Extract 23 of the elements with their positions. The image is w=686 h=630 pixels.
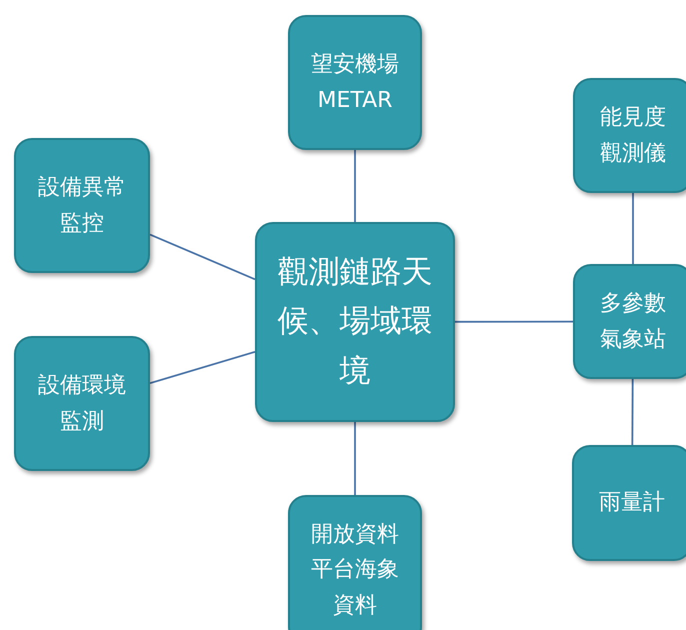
box-label: 開放資料平台海象資料 <box>310 521 400 620</box>
topic-box <box>288 495 422 630</box>
box-label: 觀測鏈路天候、場域環境 <box>276 252 434 391</box>
box-label: 多參數氣象站 <box>599 290 667 354</box>
connector-line <box>150 234 256 280</box>
topic-box <box>572 445 686 561</box>
topic-box <box>573 264 686 379</box>
connector-line <box>632 193 634 264</box>
central-topic-box <box>255 222 455 422</box>
topic-box <box>14 336 150 471</box>
connector-line <box>354 150 356 222</box>
topic-box <box>573 78 686 193</box>
connector-line <box>354 422 356 495</box>
connector-line <box>150 351 256 384</box>
box-label: 雨量計 <box>598 489 666 518</box>
connector-line <box>631 379 634 445</box>
box-label: 能見度觀測儀 <box>599 104 667 168</box>
box-label: 設備異常監控 <box>37 174 127 238</box>
box-label: 望安機場 METAR <box>310 51 400 114</box>
box-label: 設備環境監測 <box>37 372 127 436</box>
connector-line <box>455 320 573 323</box>
topic-box <box>14 138 150 273</box>
topic-box <box>288 15 422 150</box>
